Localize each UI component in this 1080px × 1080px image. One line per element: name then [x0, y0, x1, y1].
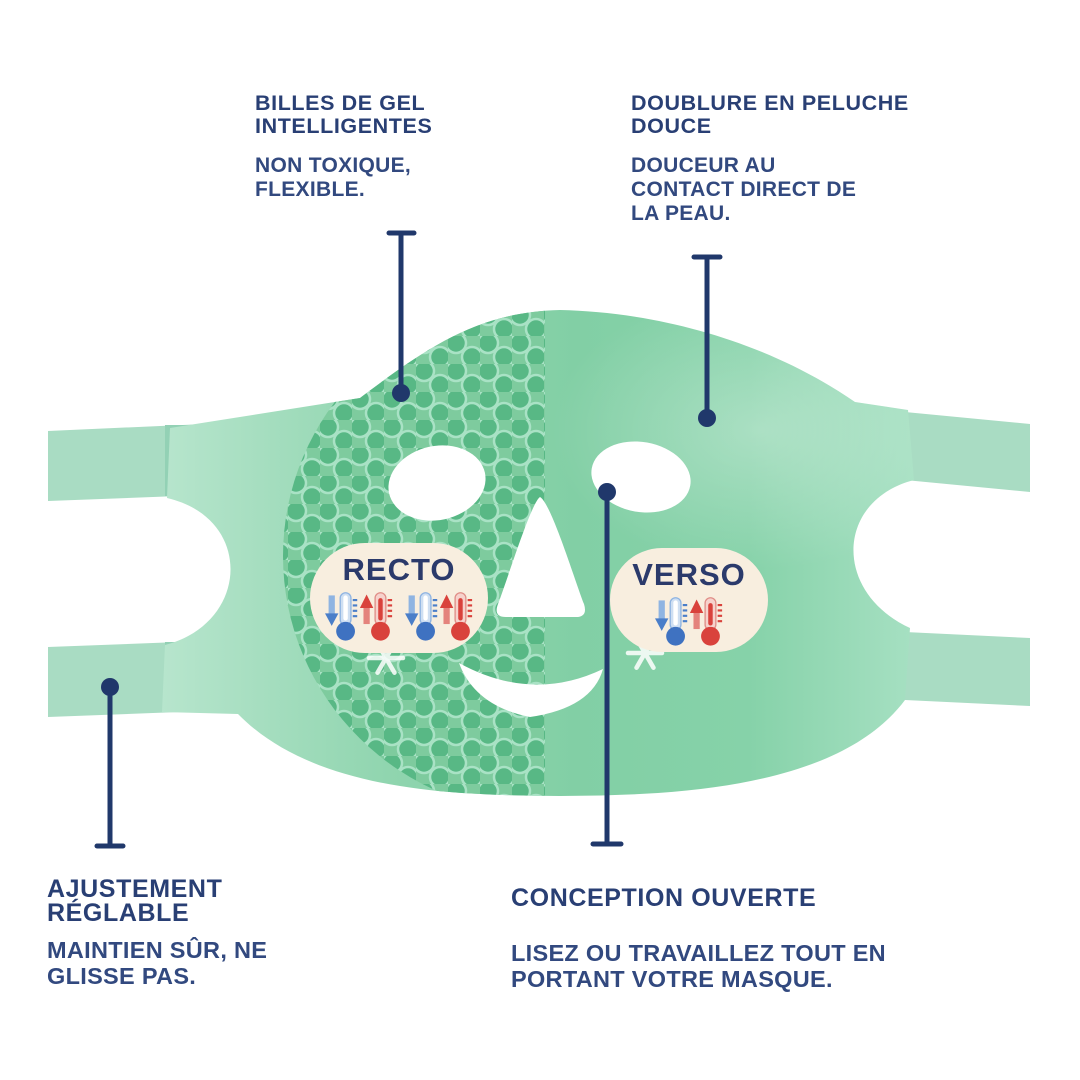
- callout-body: DOUCEUR AU CONTACT DIRECT DE LA PEAU.: [631, 154, 857, 225]
- recto-thermometer-row: [325, 590, 473, 642]
- pointer-dot: [392, 384, 410, 402]
- mask-verso-sheen: [550, 310, 914, 570]
- eye-hole-recto: [388, 445, 486, 521]
- mask-cutouts: [388, 441, 691, 717]
- pointer-dot: [698, 409, 716, 427]
- eye-hole-verso: [591, 441, 691, 513]
- hot-cold-thermometer-icon: [405, 592, 473, 641]
- callout-gel-beads: BILLES DE GEL INTELLIGENTES NON TOXIQUE,…: [255, 92, 432, 202]
- recto-badge: RECTO: [310, 543, 488, 653]
- callout-open-design: CONCEPTION OUVERTE LISEZ OU TRAVAILLEZ T…: [511, 884, 886, 993]
- pointer-plush-lining: [691, 254, 723, 427]
- pointer-adjustable-strap: [94, 678, 126, 849]
- hot-cold-thermometer-icon: [655, 597, 723, 646]
- strap-upper-right: [905, 412, 1030, 492]
- strap-lower-right: [905, 632, 1030, 706]
- callout-title: AJUSTEMENT RÉGLABLE: [47, 875, 223, 927]
- verso-thermometer-row: [655, 595, 723, 647]
- verso-badge: VERSO: [610, 548, 768, 652]
- hot-cold-thermometer-icon: [325, 592, 393, 641]
- mouth-hole: [459, 663, 603, 717]
- callout-title: DOUBLURE EN PELUCHE DOUCE: [631, 91, 909, 138]
- callout-title: BILLES DE GEL INTELLIGENTES: [255, 91, 433, 138]
- pointer-gel-beads: [386, 230, 417, 402]
- pointers: [94, 230, 723, 849]
- recto-label: RECTO: [342, 552, 456, 587]
- callout-body: LISEZ OU TRAVAILLEZ TOUT EN PORTANT VOTR…: [511, 940, 886, 992]
- callout-body: MAINTIEN SÛR, NE GLISSE PAS.: [47, 937, 268, 989]
- callout-plush-lining: DOUBLURE EN PELUCHE DOUCE DOUCEUR AU CON…: [631, 92, 909, 226]
- callout-adjustable-strap: AJUSTEMENT RÉGLABLE MAINTIEN SÛR, NE GLI…: [47, 875, 268, 990]
- nose-hole: [496, 497, 585, 617]
- callout-title: CONCEPTION OUVERTE: [511, 884, 817, 912]
- callout-body: NON TOXIQUE, FLEXIBLE.: [255, 154, 412, 201]
- verso-label: VERSO: [632, 557, 746, 592]
- pointer-open-design: [590, 483, 624, 847]
